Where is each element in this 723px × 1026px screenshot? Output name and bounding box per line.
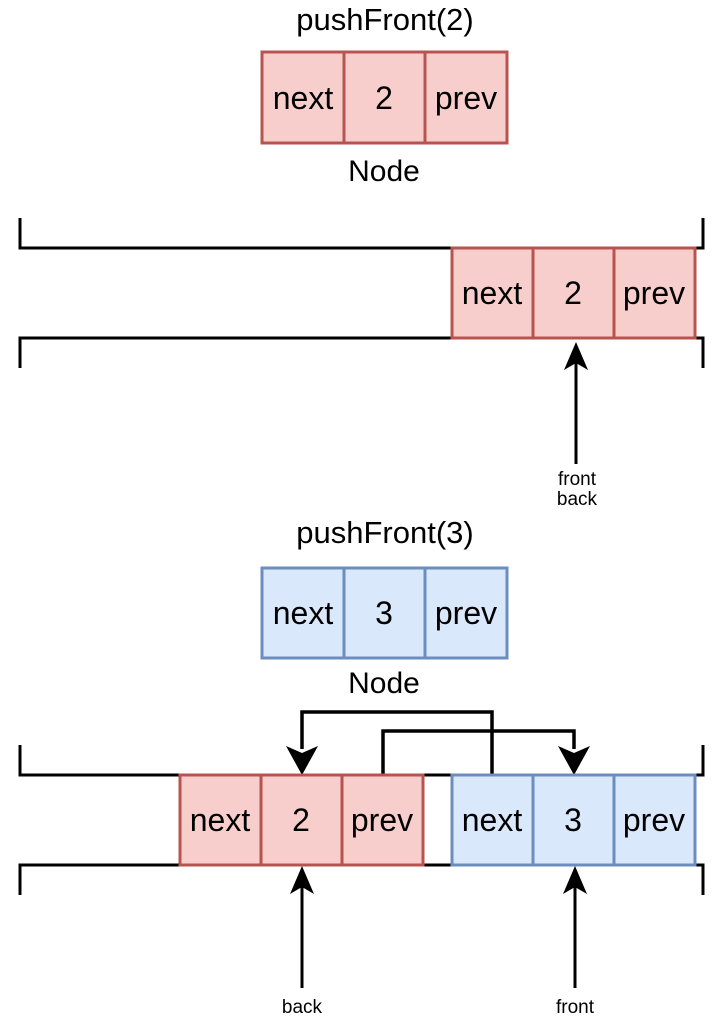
node3-prev-cell-box <box>423 566 509 660</box>
node2-value: 2 <box>564 275 582 311</box>
track2-bottom-rail <box>18 863 705 895</box>
back-pointer-label: back <box>282 997 323 1018</box>
front-pointer-arrow <box>563 866 587 988</box>
front-back-pointer-arrow <box>564 342 588 464</box>
step2-title: pushFront(3) <box>296 515 473 550</box>
node2-next-label: next <box>273 80 334 116</box>
node3-value: 3 <box>375 595 393 631</box>
prev-pointer-arrowhead-icon <box>558 746 590 775</box>
node2-in-track1: next 2 prev <box>450 246 697 340</box>
node2-standalone: next 2 prev <box>260 50 509 145</box>
step1-title: pushFront(2) <box>296 2 473 37</box>
node2-prev-cell-box <box>340 773 425 867</box>
node3-prev-label: prev <box>435 595 497 631</box>
node2-next-cell-box <box>450 246 535 340</box>
next-pointer-connector <box>286 710 494 775</box>
node2-next-label: next <box>190 802 251 838</box>
back-pointer-arrow <box>290 866 314 988</box>
node2-next-label: next <box>462 275 523 311</box>
node3-value: 3 <box>564 802 582 838</box>
node3-standalone: next 3 prev <box>260 566 509 660</box>
prev-pointer-connector <box>381 729 590 775</box>
track1-top-rail <box>18 218 705 250</box>
node3-value-cell-box <box>531 773 616 867</box>
node2-next-cell-box <box>260 50 346 145</box>
step1-node-caption: Node <box>348 155 420 188</box>
pointer-label-front: front <box>558 469 597 490</box>
node2-prev-to-node3-line <box>381 729 576 775</box>
front-arrowhead-icon <box>563 866 587 894</box>
node2-prev-cell-box <box>612 246 697 340</box>
front-back-arrowhead-icon <box>564 342 588 370</box>
node3-next-label: next <box>462 802 523 838</box>
node3-next-to-node2-line <box>300 710 494 775</box>
track1-bottom-rail <box>18 336 705 368</box>
node2-value-cell-box <box>342 50 427 145</box>
step2-node-caption: Node <box>348 667 420 700</box>
node3-prev-label: prev <box>623 802 685 838</box>
pointer-label-back: back <box>557 489 598 510</box>
node2-value: 2 <box>375 80 393 116</box>
node3-in-track2: next 3 prev <box>450 773 697 867</box>
front-pointer-label: front <box>556 997 595 1018</box>
track2-top-rail <box>18 745 705 777</box>
back-arrowhead-icon <box>290 866 314 894</box>
node3-next-cell-box <box>450 773 535 867</box>
node3-prev-cell-box <box>612 773 697 867</box>
node3-next-label: next <box>273 595 334 631</box>
node2-next-cell-box <box>178 773 263 867</box>
node2-prev-label: prev <box>623 275 685 311</box>
next-pointer-arrowhead-icon <box>286 746 318 775</box>
node2-value-cell-box <box>259 773 344 867</box>
node2-prev-label: prev <box>351 802 413 838</box>
node2-in-track2: next 2 prev <box>178 773 425 867</box>
node2-value: 2 <box>292 802 310 838</box>
node2-prev-label: prev <box>435 80 497 116</box>
node2-prev-cell-box <box>423 50 509 145</box>
track1 <box>18 218 705 368</box>
